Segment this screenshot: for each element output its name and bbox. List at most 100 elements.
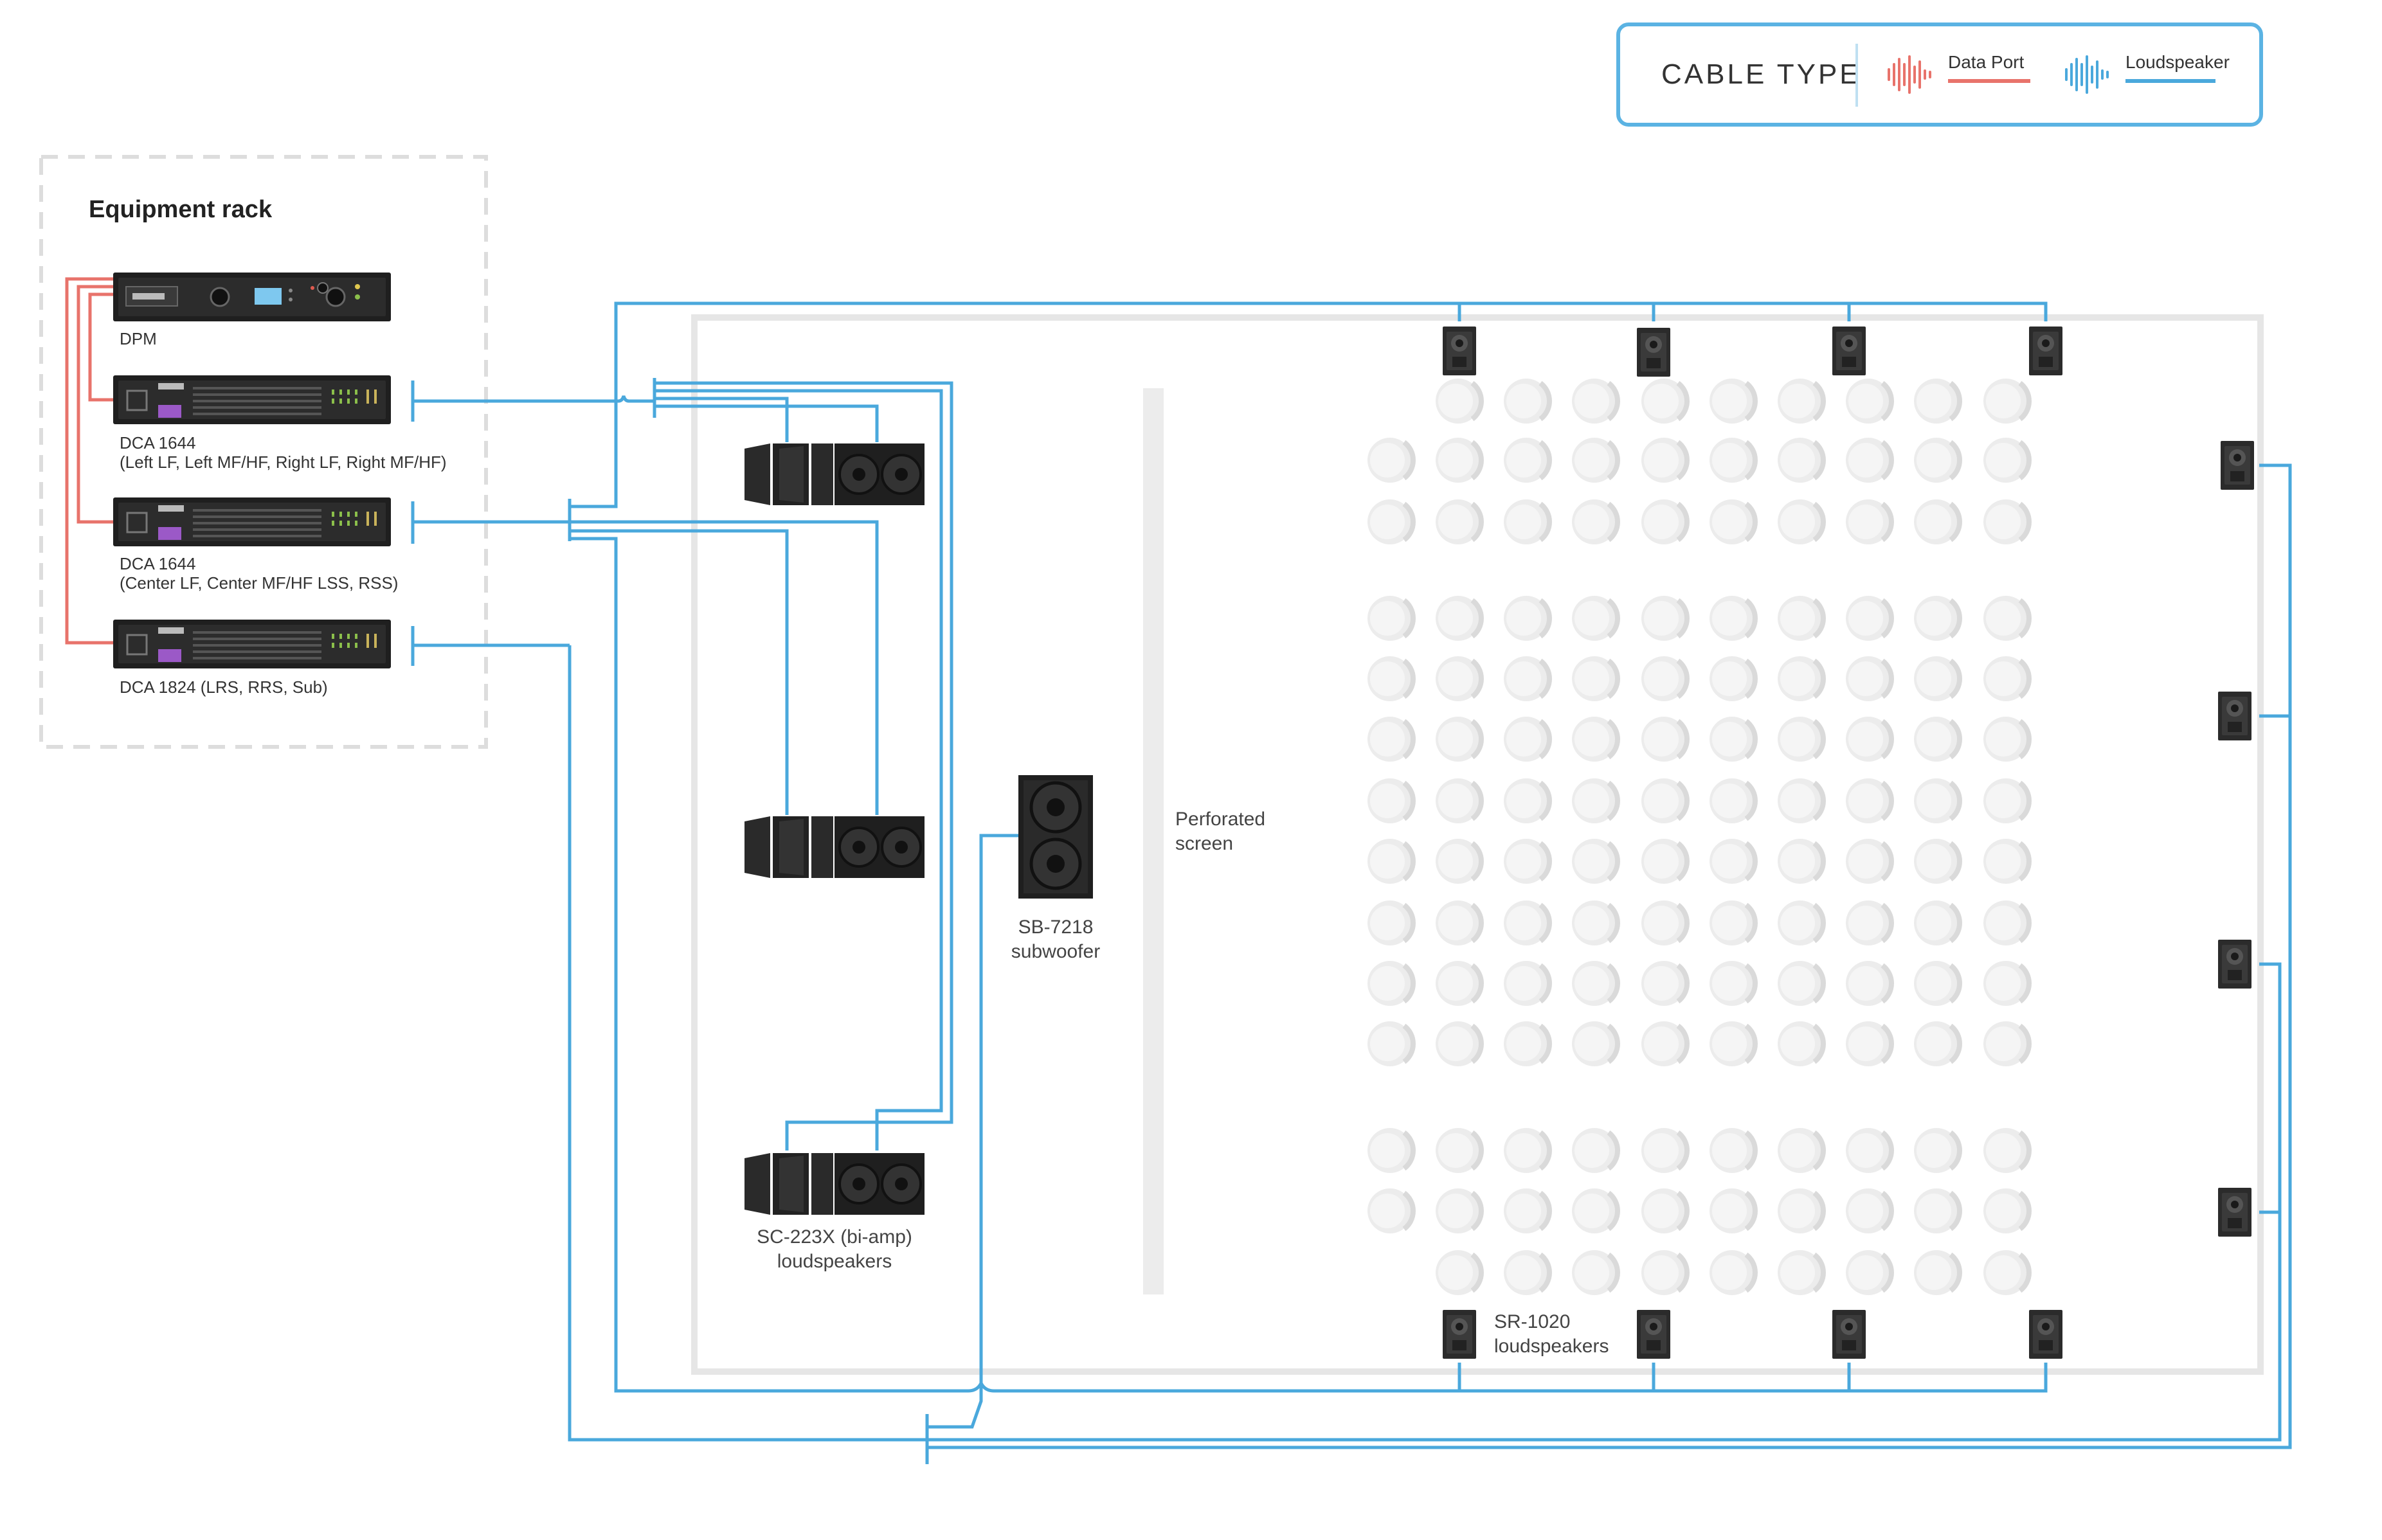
loudspeaker-waveform-icon <box>2065 55 2109 94</box>
seat <box>1983 656 2029 701</box>
seat <box>1983 717 2029 762</box>
screen-label-line2: screen <box>1175 833 1233 854</box>
seat <box>1710 379 1755 424</box>
seat <box>1983 1128 2029 1173</box>
loudspeaker-cables <box>411 301 2292 1464</box>
seat <box>1367 839 1413 884</box>
dpm-processor <box>113 273 391 321</box>
sc-223x-center-loudspeaker <box>743 815 926 879</box>
seat <box>1983 379 2029 424</box>
seat <box>1504 839 1549 884</box>
seat <box>1367 778 1413 823</box>
seat <box>1436 961 1481 1006</box>
seat <box>1710 1250 1755 1295</box>
sr-1020-bottom-4-loudspeaker <box>2029 1310 2062 1359</box>
seat <box>1710 961 1755 1006</box>
seat <box>1572 1188 1618 1233</box>
sr-1020-top-3-loudspeaker <box>1832 327 1866 375</box>
seat <box>1436 499 1481 544</box>
sc-223x-model-label: SC-223X (bi-amp) <box>757 1226 912 1248</box>
sr-1020-top-1-loudspeaker <box>1443 327 1476 375</box>
seat <box>1504 379 1549 424</box>
seat <box>1778 778 1823 823</box>
seat <box>1641 379 1687 424</box>
seat <box>1504 1250 1549 1295</box>
seat <box>1641 717 1687 762</box>
seat <box>1846 1250 1891 1295</box>
dca-1644-b-model-label: DCA 1644 <box>120 554 196 573</box>
seat <box>1367 717 1413 762</box>
screen-label-line1: Perforated <box>1175 809 1265 830</box>
seat <box>1572 438 1618 483</box>
sr-1020-side-3-loudspeaker <box>2218 940 2251 989</box>
seat <box>1778 499 1823 544</box>
seat <box>1572 499 1618 544</box>
seat <box>1914 778 1960 823</box>
seat <box>1914 656 1960 701</box>
sr-1020-top-4-loudspeaker <box>2029 327 2062 375</box>
seat <box>1983 778 2029 823</box>
seat <box>1778 839 1823 884</box>
seat <box>1778 1250 1823 1295</box>
seat <box>1504 1021 1549 1066</box>
seat <box>1436 1250 1481 1295</box>
seat <box>1983 961 2029 1006</box>
seat <box>1846 656 1891 701</box>
seat <box>1367 438 1413 483</box>
seat <box>1778 1021 1823 1066</box>
seat <box>1914 596 1960 641</box>
dca-1644-a-channels-label: (Left LF, Left MF/HF, Right LF, Right MF… <box>120 452 447 472</box>
sr-1020-type-label: loudspeakers <box>1494 1336 1609 1357</box>
seat <box>1846 900 1891 945</box>
seat <box>1846 778 1891 823</box>
sr-1020-side-1-loudspeaker <box>2221 441 2254 490</box>
dpm-brand-logo <box>132 293 165 300</box>
seat <box>1367 656 1413 701</box>
seat <box>1641 1128 1687 1173</box>
sr-1020-model-label: SR-1020 <box>1494 1311 1570 1332</box>
seat <box>1504 961 1549 1006</box>
sr-1020-bottom-1-loudspeaker <box>1443 1310 1476 1359</box>
seat <box>1641 961 1687 1006</box>
seat <box>1504 499 1549 544</box>
seat <box>1504 717 1549 762</box>
seat <box>1367 596 1413 641</box>
seat <box>1846 379 1891 424</box>
seat <box>1983 1188 2029 1233</box>
seat <box>1572 1250 1618 1295</box>
seat <box>1367 900 1413 945</box>
seat <box>1914 1188 1960 1233</box>
legend-frame <box>1616 22 2263 127</box>
seat <box>1846 961 1891 1006</box>
sr-1020-bottom-3-loudspeaker <box>1832 1310 1866 1359</box>
seat <box>1504 656 1549 701</box>
dca-1824-model-label: DCA 1824 (LRS, RRS, Sub) <box>120 677 328 697</box>
seat <box>1914 1021 1960 1066</box>
rack-title: Equipment rack <box>89 196 273 223</box>
seat <box>1983 438 2029 483</box>
seat <box>1710 778 1755 823</box>
theater-room-outline <box>691 314 2264 1375</box>
sc-223x-type-label: loudspeakers <box>777 1251 892 1272</box>
seat <box>1710 596 1755 641</box>
seat <box>1641 900 1687 945</box>
seat <box>1914 1250 1960 1295</box>
seat <box>1778 900 1823 945</box>
seat <box>1710 1188 1755 1233</box>
seat <box>1572 1021 1618 1066</box>
seat <box>1572 379 1618 424</box>
seat <box>1846 596 1891 641</box>
seat <box>1436 379 1481 424</box>
seat <box>1572 717 1618 762</box>
seat <box>1504 778 1549 823</box>
seat <box>1846 839 1891 884</box>
seat <box>1504 438 1549 483</box>
loudspeaker-label: Loudspeaker <box>2125 52 2230 72</box>
seat <box>1914 438 1960 483</box>
sr-1020-top-2-loudspeaker <box>1637 328 1670 377</box>
seat <box>1983 839 2029 884</box>
seat <box>1367 961 1413 1006</box>
seat <box>1436 900 1481 945</box>
seat <box>1914 839 1960 884</box>
